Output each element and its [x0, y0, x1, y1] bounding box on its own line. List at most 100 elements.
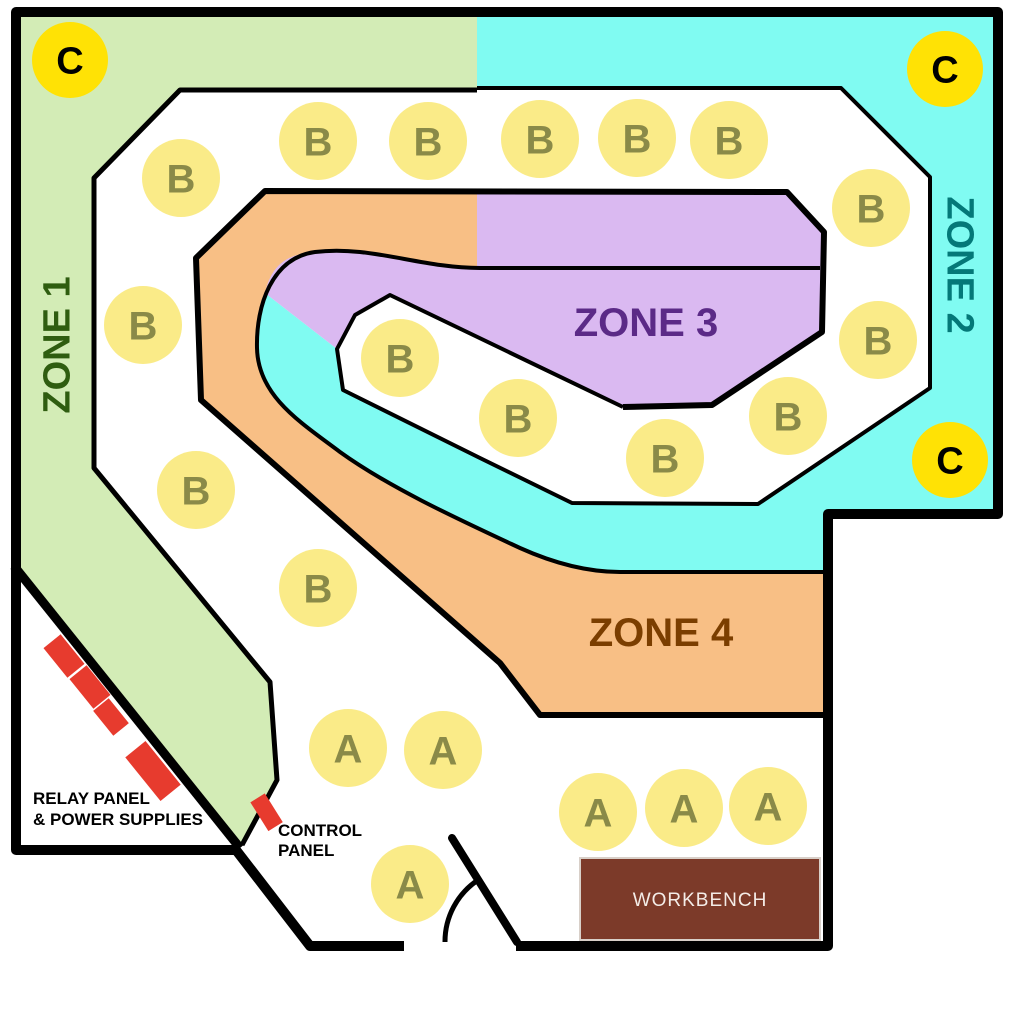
shelf-wall: [10, 563, 244, 851]
marker-circle: [690, 101, 768, 179]
marker-circle: [907, 31, 983, 107]
relay-panel-unit: [43, 634, 85, 678]
marker-circle: [309, 709, 387, 787]
zone1-region: [14, 8, 477, 845]
b-marker: B: [479, 379, 557, 457]
marker-circle: [371, 845, 449, 923]
marker-circle: [32, 22, 108, 98]
inner-loop-line: [254, 248, 826, 574]
marker-letter: B: [386, 337, 415, 381]
marker-circle: [501, 100, 579, 178]
marker-letter: C: [936, 441, 963, 483]
power-panels: [43, 634, 283, 832]
marker-circle: [142, 139, 220, 217]
marker-circle: [404, 711, 482, 789]
relay-panel-unit: [125, 741, 181, 801]
b-marker: B: [598, 99, 676, 177]
c-marker: C: [907, 31, 983, 107]
b-marker: B: [626, 419, 704, 497]
b-marker: B: [142, 139, 220, 217]
c-marker: C: [912, 422, 988, 498]
marker-letter: B: [129, 304, 158, 348]
marker-letter: B: [182, 469, 211, 513]
zone-labels: ZONE 1 ZONE 2 ZONE 3 ZONE 4: [36, 196, 980, 655]
room-outline: [11, 7, 1003, 951]
aisle-outline: [335, 86, 932, 506]
zone2-label: ZONE 2: [939, 196, 981, 333]
workbench-label: WORKBENCH: [633, 890, 768, 911]
a-marker: A: [309, 709, 387, 787]
control-panel-unit: [250, 793, 283, 832]
b-marker: B: [279, 102, 357, 180]
marker-circle: [626, 419, 704, 497]
marker-circle: [645, 769, 723, 847]
benchwork-edges: [91, 86, 932, 847]
marker-circle: [912, 422, 988, 498]
door-leaf: [448, 834, 521, 946]
marker-letter: B: [167, 157, 196, 201]
marker-letter: A: [429, 729, 458, 773]
marker-letter: B: [304, 120, 333, 164]
zone1-inner-edge: [91, 87, 477, 847]
marker-circle: [479, 379, 557, 457]
relay-panel-unit: [93, 698, 129, 736]
relay-panel-label-line2: & POWER SUPPLIES: [33, 810, 203, 829]
b-marker: B: [104, 286, 182, 364]
marker-letter: B: [414, 120, 443, 164]
marker-letter: C: [931, 50, 958, 92]
a-marker: A: [645, 769, 723, 847]
zone3-label: ZONE 3: [574, 301, 718, 345]
marker-letter: A: [584, 791, 613, 835]
b-marker: B: [749, 377, 827, 455]
marker-circle: [279, 102, 357, 180]
marker-letter: B: [651, 437, 680, 481]
workbench-rect: [579, 857, 821, 941]
b-marker: B: [839, 301, 917, 379]
a-marker: A: [559, 773, 637, 851]
marker-letter: A: [334, 727, 363, 771]
control-panel-label-line1: CONTROL: [278, 821, 362, 840]
relay-panel-unit: [69, 665, 111, 709]
marker-circle: [839, 301, 917, 379]
b-marker: B: [361, 319, 439, 397]
marker-letter: B: [623, 117, 652, 161]
marker-circle: [104, 286, 182, 364]
marker-letter: C: [56, 41, 83, 83]
marker-circle: [279, 549, 357, 627]
marker-circle: [598, 99, 676, 177]
peninsula-outline: [193, 188, 827, 718]
marker-letter: A: [396, 863, 425, 907]
walls: [10, 7, 1003, 951]
b-marker: B: [501, 100, 579, 178]
door-swing-arc: [442, 877, 480, 943]
b-marker: B: [157, 451, 235, 529]
marker-circle: [832, 169, 910, 247]
marker-letter: B: [864, 319, 893, 363]
workbench: WORKBENCH: [579, 857, 821, 941]
control-panel-label-line2: PANEL: [278, 841, 334, 860]
marker-circle: [361, 319, 439, 397]
marker-letter: A: [670, 787, 699, 831]
marker-circle: [749, 377, 827, 455]
a-marker: A: [729, 767, 807, 845]
marker-letter: B: [715, 119, 744, 163]
a-marker: A: [404, 711, 482, 789]
marker-circle: [389, 102, 467, 180]
b-marker: B: [690, 101, 768, 179]
zone3-region: [265, 191, 824, 407]
b-marker: B: [389, 102, 467, 180]
c-marker: C: [32, 22, 108, 98]
marker-letter: A: [754, 785, 783, 829]
equipment-labels: RELAY PANEL & POWER SUPPLIES CONTROL PAN…: [33, 789, 362, 860]
a-marker: A: [371, 845, 449, 923]
marker-letter: B: [504, 397, 533, 441]
relay-panel-label-line1: RELAY PANEL: [33, 789, 150, 808]
marker-circle: [559, 773, 637, 851]
marker-letter: B: [774, 395, 803, 439]
marker-circle: [157, 451, 235, 529]
zone4-label: ZONE 4: [589, 611, 734, 655]
zone1-label: ZONE 1: [36, 276, 78, 413]
